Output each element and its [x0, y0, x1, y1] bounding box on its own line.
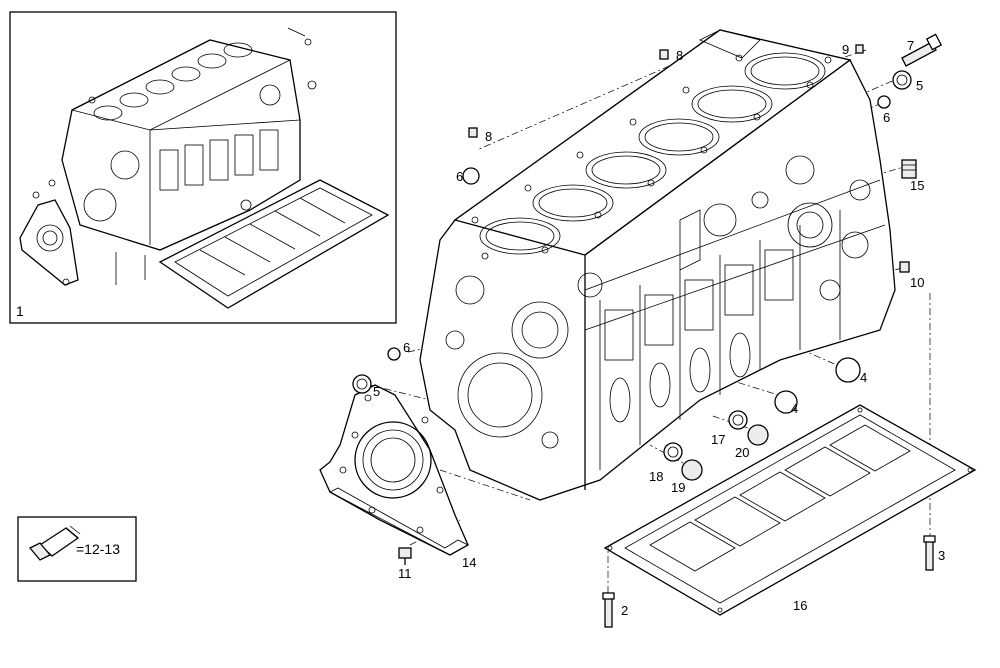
callout-5: 5	[373, 384, 380, 399]
inset-oil-pan-gasket	[158, 179, 390, 309]
callout-6: 6	[403, 340, 410, 355]
cap-6-right	[877, 95, 891, 109]
callout-20: 20	[735, 445, 749, 460]
callout-5: 5	[916, 78, 923, 93]
callout-labels: 7 9 8 5 6 8 6 15 10 6 5 4 4 17 20 18 19 …	[373, 38, 945, 618]
inset-label: 1	[16, 303, 24, 319]
core-plug-4-upper	[835, 357, 861, 383]
callout-15: 15	[910, 178, 924, 193]
callout-6: 6	[883, 110, 890, 125]
plug-8-left	[468, 127, 478, 138]
callout-8: 8	[485, 129, 492, 144]
plug-8-top	[659, 49, 669, 60]
callout-7: 7	[907, 38, 914, 53]
inset-rear-cover	[19, 199, 79, 286]
plug-10	[899, 261, 910, 273]
bolt-2	[602, 592, 615, 628]
bolt-11	[398, 547, 412, 565]
fitting-15	[901, 159, 917, 179]
callout-6: 6	[456, 169, 463, 184]
callout-11: 11	[398, 566, 412, 581]
callout-9: 9	[842, 42, 849, 57]
inset-assembly-view: 1	[9, 11, 397, 324]
core-plug-4-lower	[774, 390, 798, 414]
sealant-tube-icon	[28, 525, 81, 561]
bolt-3	[923, 535, 936, 571]
callout-16: 16	[793, 598, 807, 613]
front-face-details	[445, 29, 871, 449]
cylinder-bores	[479, 52, 826, 255]
ring-17	[728, 410, 748, 430]
ring-18	[663, 442, 683, 462]
callout-8: 8	[676, 48, 683, 63]
head-bolt-holes	[471, 54, 832, 260]
sealant-legend: =12-13	[17, 516, 137, 582]
callout-2: 2	[621, 603, 628, 618]
callout-19: 19	[671, 480, 685, 495]
callout-17: 17	[711, 432, 725, 447]
cap-6-upper	[462, 167, 480, 185]
callout-4: 4	[860, 370, 867, 385]
callout-14: 14	[462, 555, 476, 570]
inset-engine-block	[61, 39, 301, 251]
callout-3: 3	[938, 548, 945, 563]
plug-19	[681, 459, 703, 481]
callout-18: 18	[649, 469, 663, 484]
inset-bolts	[32, 27, 317, 286]
callout-4: 4	[791, 401, 798, 416]
crankcase-ribs	[599, 210, 841, 470]
plug-20	[747, 424, 769, 446]
engine-block	[419, 29, 896, 501]
oil-pan-gasket	[603, 404, 977, 616]
seal-5-right	[892, 70, 912, 90]
rear-cover	[319, 384, 469, 556]
plug-9	[855, 44, 864, 54]
callout-10: 10	[910, 275, 924, 290]
cap-6-left	[387, 347, 401, 361]
seal-5-left	[352, 374, 372, 394]
bolt-7	[901, 33, 943, 67]
sealant-label: =12-13	[76, 541, 120, 557]
small-parts	[352, 33, 943, 628]
